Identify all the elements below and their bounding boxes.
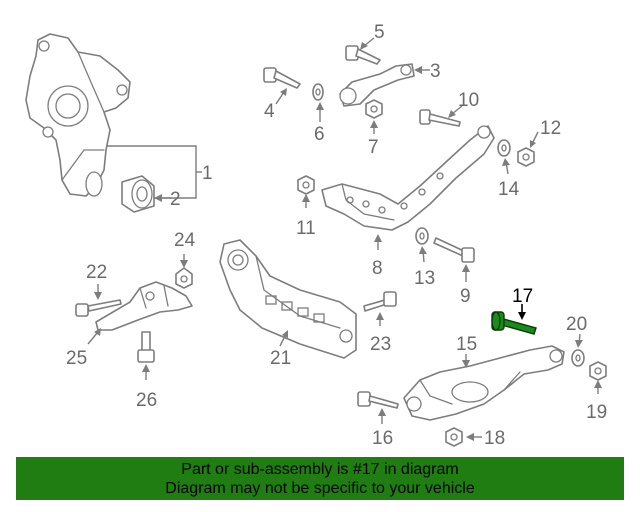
callout-7: 7 (368, 137, 379, 158)
notice-banner: Part or sub-assembly is #17 in diagram D… (16, 457, 624, 500)
callout-11: 11 (296, 218, 316, 239)
callout-24: 24 (174, 230, 196, 251)
callout-8: 8 (372, 258, 383, 279)
bolt-22-part (75, 299, 122, 317)
callout-20: 20 (566, 314, 587, 335)
nut-7-part (365, 99, 383, 119)
nut-18-part (445, 427, 463, 447)
callout-10: 10 (458, 90, 479, 111)
knuckle-part (25, 33, 131, 197)
bracket-25-part (95, 281, 193, 331)
callout-19: 19 (586, 402, 607, 423)
nut-12-part (517, 147, 535, 167)
bolt-26-part (137, 331, 155, 363)
bolt-5-part (345, 45, 381, 65)
upper-link-part (339, 63, 415, 107)
callout-15: 15 (456, 334, 477, 355)
lower-arm-15-part (403, 345, 565, 421)
callout-17: 17 (512, 286, 533, 307)
bolt-9-part (433, 237, 475, 263)
nut-24-part (175, 267, 193, 289)
washer-20-part (571, 349, 585, 367)
bolt-4-part (263, 67, 301, 89)
callout-5: 5 (374, 22, 385, 43)
callout-9: 9 (460, 286, 471, 307)
callout-25: 25 (66, 348, 87, 369)
callout-22: 22 (86, 262, 107, 283)
washer-6-part (312, 83, 324, 101)
callout-14: 14 (498, 179, 520, 200)
nut-11-part (297, 175, 315, 195)
bolt-10-part (419, 109, 461, 127)
washer-14-part (497, 139, 511, 157)
notice-line-1: Part or sub-assembly is #17 in diagram (181, 461, 459, 478)
callout-3: 3 (430, 61, 441, 82)
nut-19-part (589, 361, 607, 381)
bushing-part (121, 175, 155, 213)
washer-13-part (415, 227, 429, 245)
callout-1: 1 (202, 163, 213, 184)
callout-4: 4 (264, 101, 275, 122)
callout-21: 21 (270, 348, 291, 369)
callout-2: 2 (170, 189, 181, 210)
callout-12: 12 (540, 118, 561, 139)
lower-arm-8-part (321, 125, 495, 231)
callout-13: 13 (414, 268, 435, 289)
callout-16: 16 (372, 428, 393, 449)
notice-line-2: Diagram may not be specific to your vehi… (165, 480, 475, 497)
bolt-17-part (491, 311, 537, 335)
callout-23: 23 (370, 334, 391, 355)
bolt-16-part (357, 391, 399, 409)
bolt-23-part (363, 291, 397, 312)
trailing-arm-21-part (219, 239, 357, 359)
callout-26: 26 (136, 390, 157, 411)
callout-18: 18 (484, 428, 505, 449)
callout-6: 6 (314, 124, 325, 145)
parts-diagram: 1 2 5 3 4 6 7 1 (25, 22, 607, 449)
